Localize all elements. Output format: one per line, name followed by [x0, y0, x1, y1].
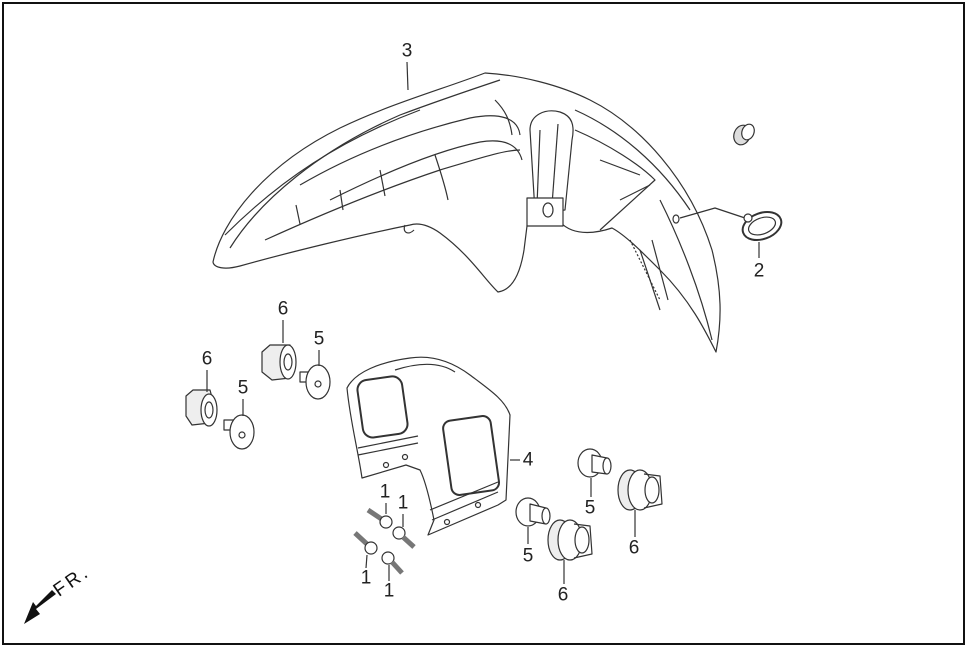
callout-4: 4: [522, 449, 534, 471]
collar-lower-right-a[interactable]: [577, 448, 612, 478]
grommet-right-a[interactable]: [617, 469, 663, 511]
callout-3: 3: [401, 40, 413, 62]
grommet-right-b[interactable]: [547, 519, 593, 561]
bolt-c[interactable]: [353, 531, 378, 555]
callout-5: 5: [584, 497, 596, 519]
bolt-b[interactable]: [392, 526, 416, 549]
callout-5: 5: [313, 328, 325, 350]
callout-1: 1: [397, 492, 409, 514]
callout-1: 1: [360, 567, 372, 589]
callout-6: 6: [557, 584, 569, 606]
collar-lower-left[interactable]: [223, 414, 255, 450]
callout-2: 2: [753, 260, 765, 282]
callout-5: 5: [237, 377, 249, 399]
callout-1: 1: [383, 580, 395, 602]
callout-6: 6: [628, 537, 640, 559]
leader-line-3: [406, 61, 409, 91]
fender-bracket-part[interactable]: [346, 356, 511, 536]
bolt-d[interactable]: [381, 551, 404, 575]
collar-upper-left[interactable]: [299, 364, 331, 400]
bolt-a[interactable]: [366, 507, 393, 529]
callout-6: 6: [277, 298, 289, 320]
callout-1: 1: [379, 481, 391, 503]
plug-grommet-part[interactable]: [731, 122, 756, 147]
reflector-ring-part[interactable]: [679, 207, 785, 258]
front-fender-part[interactable]: [212, 72, 721, 353]
grommet-lower-left[interactable]: [185, 389, 218, 427]
callout-6: 6: [201, 348, 213, 370]
front-direction-arrow-icon: [24, 590, 56, 624]
collar-lower-right-b[interactable]: [515, 497, 551, 527]
callout-5: 5: [522, 545, 534, 567]
grommet-upper-left[interactable]: [261, 344, 297, 381]
